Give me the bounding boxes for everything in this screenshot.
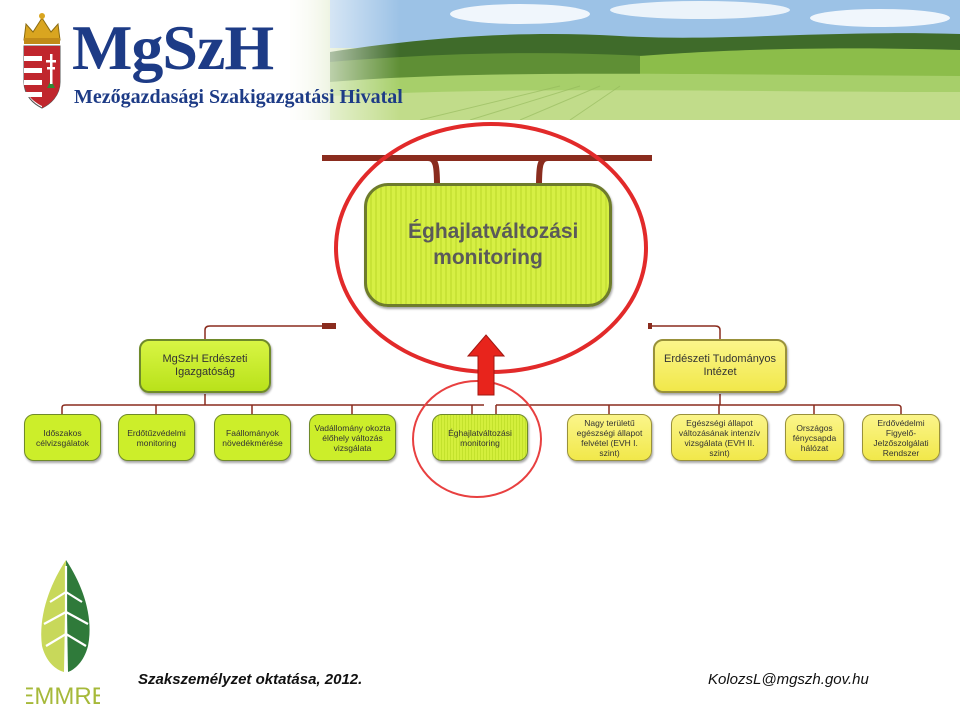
org-child-label: Erdővédelmi Figyelő-Jelzőszolgálati Rend… [873, 417, 929, 458]
org-child: Erdőtűzvédelmi monitoring [118, 414, 195, 461]
org-child-label: Nagy területű egészségi állapot felvétel… [576, 417, 643, 458]
up-arrow-icon [467, 334, 505, 396]
header-banner: MgSzH Mezőgazdasági Szakigazgatási Hivat… [0, 0, 960, 120]
org-child-label: Faállományok növedékmérése [222, 427, 283, 448]
org-child-label: Vadállomány okozta élőhely változás vizs… [314, 422, 391, 453]
footer-course-text: Szakszemélyzet oktatása, 2012. [138, 671, 363, 688]
brand-title: MgSzH [72, 12, 274, 83]
landscape-image [0, 0, 960, 120]
org-parent-mgszh: MgSzH Erdészeti Igazgatóság [139, 339, 271, 393]
footer-email[interactable]: KolozsL@mgszh.gov.hu [708, 671, 869, 688]
brand-subtitle: Mezőgazdasági Szakigazgatási Hivatal [74, 86, 403, 108]
org-child: Országos fénycsapda hálózat [785, 414, 844, 461]
org-parent-eti: Erdészeti Tudományos Intézet [653, 339, 787, 393]
org-parent-label: MgSzH Erdészeti Igazgatóság [162, 353, 248, 378]
org-child: Vadállomány okozta élőhely változás vizs… [309, 414, 396, 461]
org-parent-label: Erdészeti Tudományos Intézet [664, 353, 776, 378]
emmre-leaf-logo: EMMRE [26, 558, 100, 710]
org-child: Időszakos célvizsgálatok [24, 414, 101, 461]
emmre-logo-text: EMMRE [26, 683, 100, 710]
org-child-label: Erdőtűzvédelmi monitoring [127, 427, 186, 448]
org-child: Erdővédelmi Figyelő-Jelzőszolgálati Rend… [862, 414, 940, 461]
org-child: Faállományok növedékmérése [214, 414, 291, 461]
org-child: Nagy területű egészségi állapot felvétel… [567, 414, 652, 461]
org-child: Egészségi állapot változásának intenzív … [671, 414, 768, 461]
org-child-label: Országos fénycsapda hálózat [792, 422, 837, 453]
coat-of-arms-icon [23, 13, 61, 109]
org-child-label: Egészségi állapot változásának intenzív … [678, 417, 761, 458]
org-child-label: Időszakos célvizsgálatok [36, 427, 89, 448]
highlight-circle-small [412, 380, 542, 498]
